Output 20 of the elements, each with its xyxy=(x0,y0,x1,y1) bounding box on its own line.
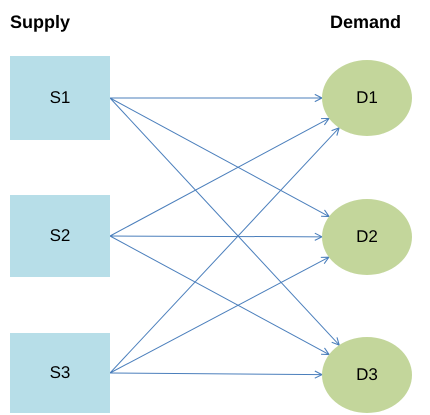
arrow xyxy=(110,98,340,346)
node-label: D1 xyxy=(356,88,378,108)
supply-box xyxy=(10,333,110,413)
arrow xyxy=(110,94,323,102)
supply-box xyxy=(10,56,110,140)
supply-box xyxy=(10,195,110,277)
node-label: D2 xyxy=(356,227,378,247)
arrow xyxy=(110,370,323,379)
arrow xyxy=(110,232,323,241)
arrow xyxy=(110,127,340,374)
column-heading: Demand xyxy=(330,12,402,33)
node-label: D3 xyxy=(356,365,378,385)
arrow xyxy=(110,236,330,356)
column-heading: Supply xyxy=(10,12,70,33)
node-label: S3 xyxy=(50,363,70,383)
arrow xyxy=(110,256,330,374)
node-label: S1 xyxy=(50,88,70,108)
arrow xyxy=(110,98,330,218)
arrow xyxy=(110,118,330,236)
node-label: S2 xyxy=(50,226,70,246)
